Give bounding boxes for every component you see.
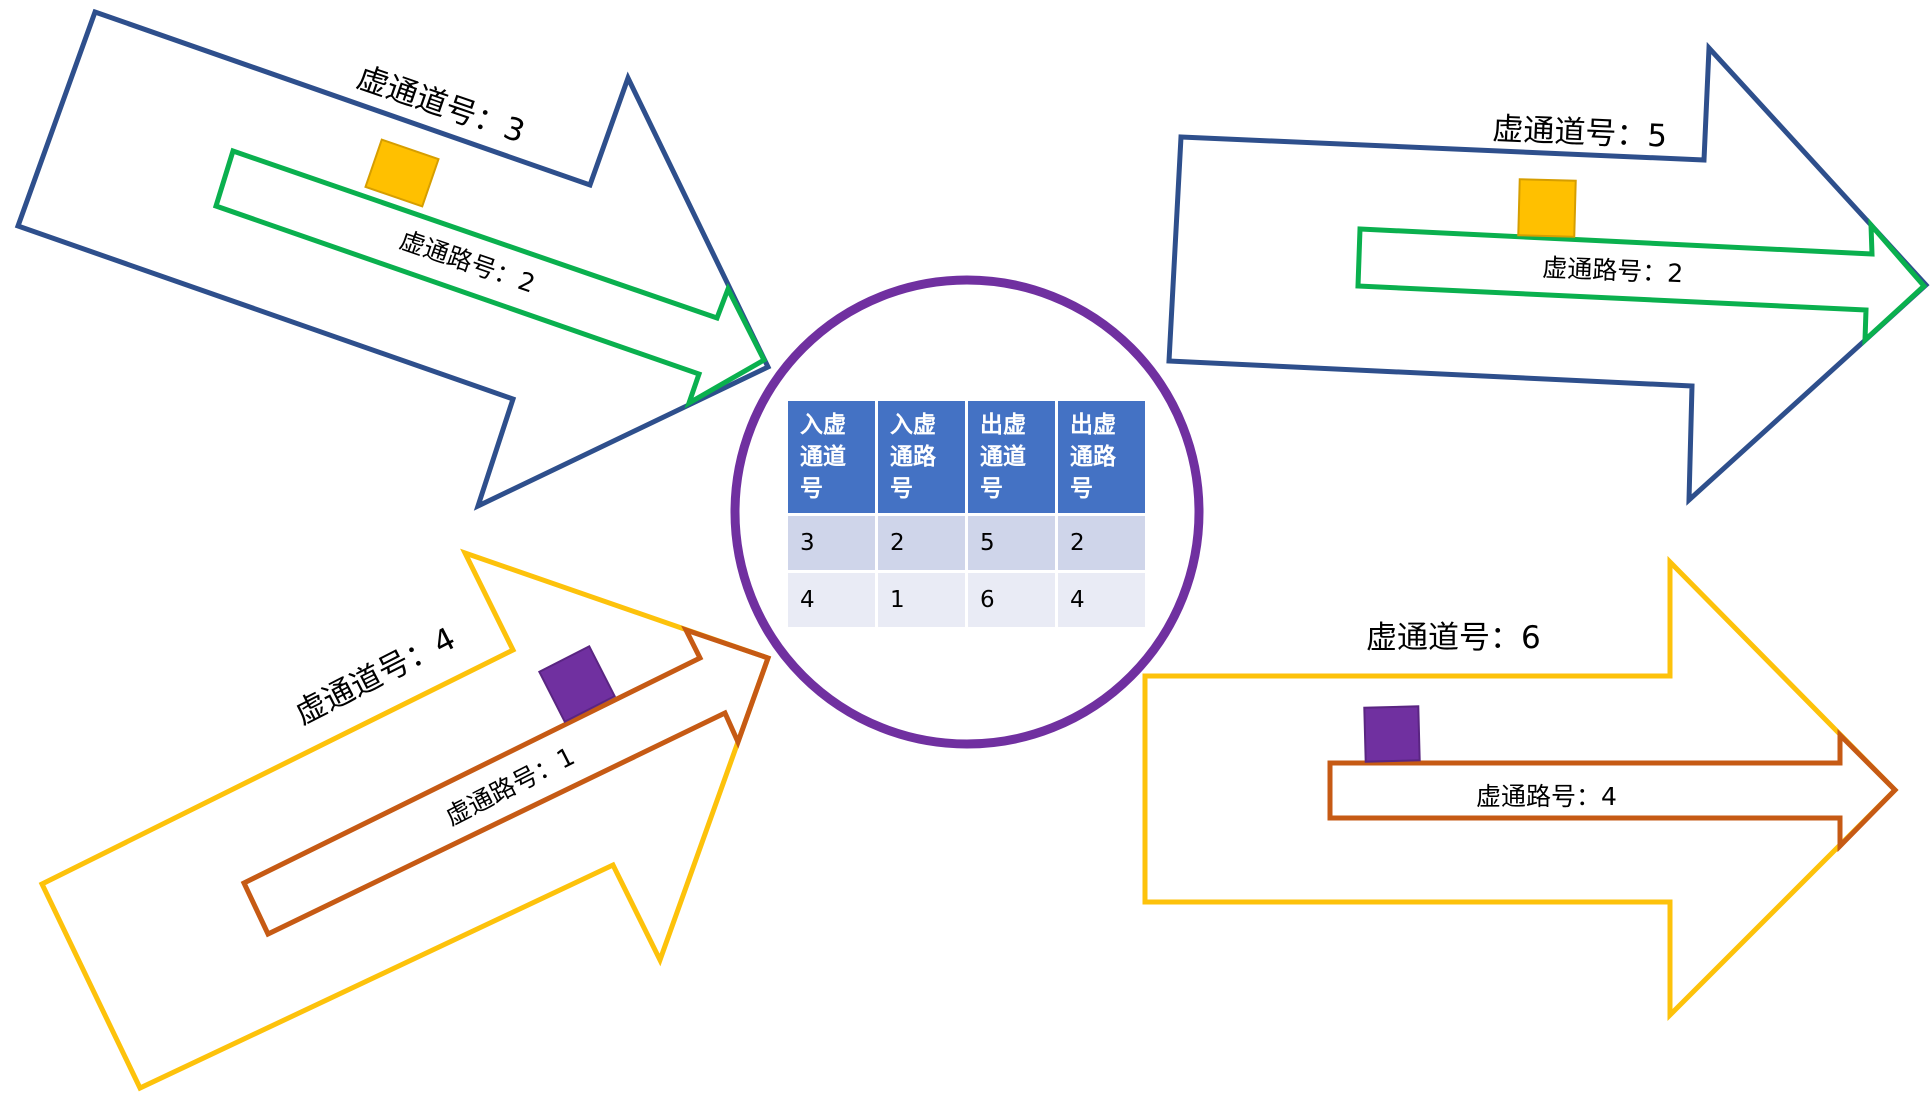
atm-cell-purple xyxy=(537,644,617,724)
virtual-path-arrow-4 xyxy=(1327,728,1899,853)
header-line: 号 xyxy=(890,476,913,502)
vp-label-2: 虚通路号：2 xyxy=(396,225,539,298)
vp-label-4: 虚通路号：4 xyxy=(1476,782,1617,811)
virtual-channel-arrow-6 xyxy=(1142,555,1899,1022)
table-cell: 6 xyxy=(968,573,1055,627)
header-in-vp: 入虚通路号 xyxy=(878,401,965,513)
header-in-vc: 入虚通道号 xyxy=(788,401,875,513)
header-line: 号 xyxy=(800,476,823,502)
header-line: 出虚 xyxy=(1070,412,1116,438)
header-line: 号 xyxy=(1070,476,1093,502)
header-line: 号 xyxy=(980,476,1003,502)
table-row: 3 2 5 2 xyxy=(788,516,1145,570)
outgoing-link-bottom: 虚通道号：6 虚通路号：4 xyxy=(1142,555,1899,1022)
virtual-path-arrow-2-out xyxy=(1355,218,1928,346)
atm-cell-purple-out xyxy=(1363,705,1421,763)
table-cell: 3 xyxy=(788,516,875,570)
header-line: 通路 xyxy=(1070,444,1116,470)
virtual-channel-arrow-5 xyxy=(1166,41,1930,506)
virtual-path-arrow-2 xyxy=(212,147,768,409)
header-line: 入虚 xyxy=(800,412,846,438)
table-header-row: 入虚通道号 入虚通路号 出虚通道号 出虚通路号 xyxy=(788,401,1145,513)
header-line: 通道 xyxy=(980,444,1026,470)
switching-table: 入虚通道号 入虚通路号 出虚通道号 出虚通路号 3 2 5 2 4 1 6 4 xyxy=(785,398,1148,630)
vc-label-4: 虚通道号：4 xyxy=(289,621,461,732)
table-cell: 1 xyxy=(878,573,965,627)
vc-label-5: 虚通道号：5 xyxy=(1492,111,1668,155)
table-cell: 4 xyxy=(1058,573,1145,627)
header-line: 通道 xyxy=(800,444,846,470)
atm-cell-yellow-out xyxy=(1517,178,1577,238)
atm-cell-yellow xyxy=(364,138,440,208)
outgoing-link-top: 虚通道号：5 虚通路号：2 xyxy=(1166,41,1930,506)
table-cell: 2 xyxy=(878,516,965,570)
header-line: 入虚 xyxy=(890,412,936,438)
virtual-channel-arrow-4 xyxy=(38,548,772,1092)
header-line: 通路 xyxy=(890,444,936,470)
incoming-link-bottom: 虚通道号：4 虚通路号：1 xyxy=(38,548,772,1092)
table-cell: 4 xyxy=(788,573,875,627)
switch-circle xyxy=(730,275,1204,749)
header-line: 出虚 xyxy=(980,412,1026,438)
virtual-channel-arrow-3 xyxy=(14,8,772,511)
incoming-link-top: 虚通道号：3 虚通路号：2 xyxy=(14,8,772,511)
header-out-vp: 出虚通路号 xyxy=(1058,401,1145,513)
header-out-vc: 出虚通道号 xyxy=(968,401,1055,513)
vp-label-2-out: 虚通路号：2 xyxy=(1542,253,1684,288)
table-cell: 5 xyxy=(968,516,1055,570)
vc-label-6: 虚通道号：6 xyxy=(1366,620,1541,656)
table-row: 4 1 6 4 xyxy=(788,573,1145,627)
table-cell: 2 xyxy=(1058,516,1145,570)
virtual-path-arrow-1 xyxy=(240,625,772,938)
vc-label-3: 虚通道号：3 xyxy=(352,60,529,151)
